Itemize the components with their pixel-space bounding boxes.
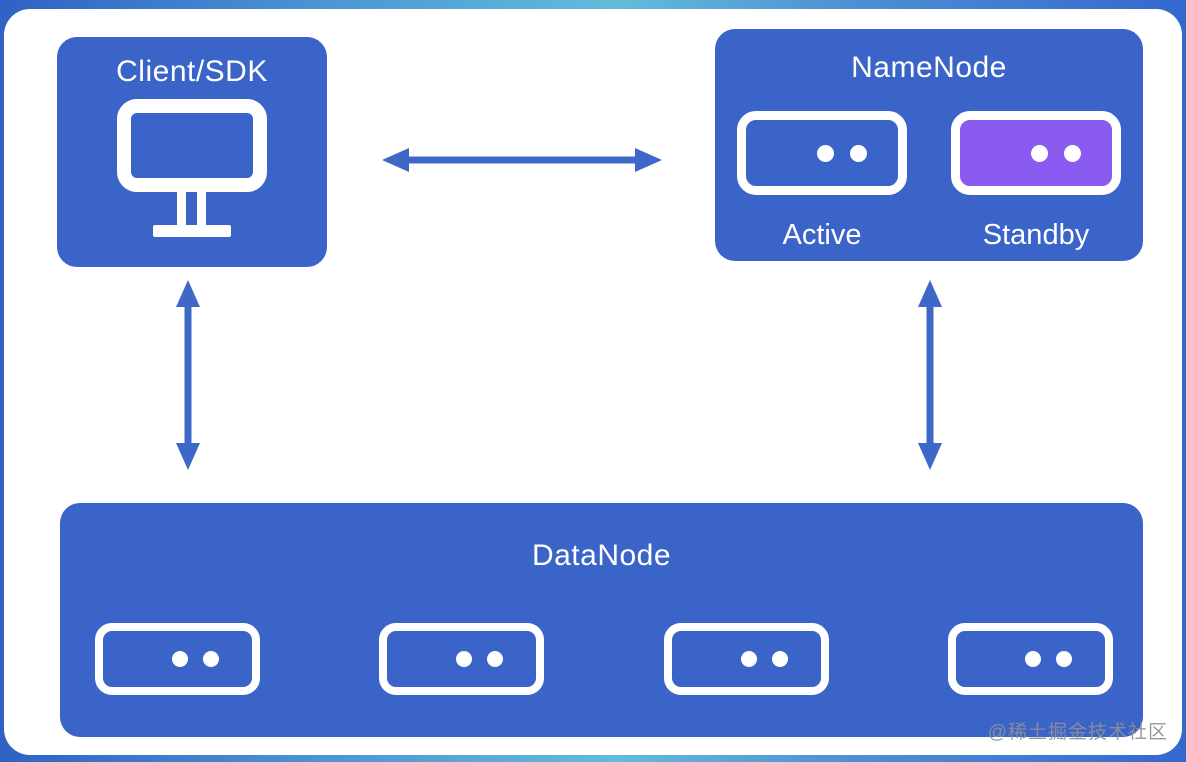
server-led-dot bbox=[172, 651, 188, 667]
namenode-node: NameNode Active Standby bbox=[715, 29, 1143, 261]
namenode-label: NameNode bbox=[851, 51, 1007, 84]
server-led-dot bbox=[1064, 144, 1081, 162]
active-label: Active bbox=[782, 219, 862, 251]
server-icon-standby bbox=[951, 111, 1121, 195]
watermark-text: @稀土掘金技术社区 bbox=[987, 722, 1168, 743]
server-icon bbox=[947, 623, 1113, 695]
datanode-servers-row bbox=[60, 623, 1143, 695]
namenode-servers-row: Active Standby bbox=[715, 111, 1143, 252]
datanode-node: DataNode bbox=[60, 503, 1143, 737]
server-icon bbox=[663, 623, 829, 695]
client-sdk-node: Client/SDK bbox=[57, 37, 327, 267]
client-namenode-arrow bbox=[382, 148, 662, 172]
server-icon bbox=[95, 623, 260, 695]
namenode-active-group: Active bbox=[737, 111, 907, 252]
server-led-dot bbox=[740, 651, 757, 667]
namenode-datanode-arrow bbox=[918, 280, 942, 470]
client-sdk-label: Client/SDK bbox=[116, 55, 268, 88]
server-led-dot bbox=[487, 651, 504, 667]
server-led-dot bbox=[1031, 144, 1048, 162]
server-led-dot bbox=[771, 651, 788, 667]
standby-label: Standby bbox=[982, 219, 1090, 251]
monitor-icon bbox=[57, 99, 327, 239]
server-led-dot bbox=[817, 144, 834, 162]
server-led-dot bbox=[850, 144, 867, 162]
server-icon-active bbox=[737, 111, 907, 195]
server-led-dot bbox=[203, 651, 219, 667]
server-led-dot bbox=[1055, 651, 1072, 667]
server-led-dot bbox=[1024, 651, 1041, 667]
server-led-dot bbox=[456, 651, 473, 667]
server-icon bbox=[379, 623, 545, 695]
datanode-label: DataNode bbox=[531, 539, 672, 572]
client-datanode-arrow bbox=[176, 280, 200, 470]
namenode-standby-group: Standby bbox=[951, 111, 1121, 252]
